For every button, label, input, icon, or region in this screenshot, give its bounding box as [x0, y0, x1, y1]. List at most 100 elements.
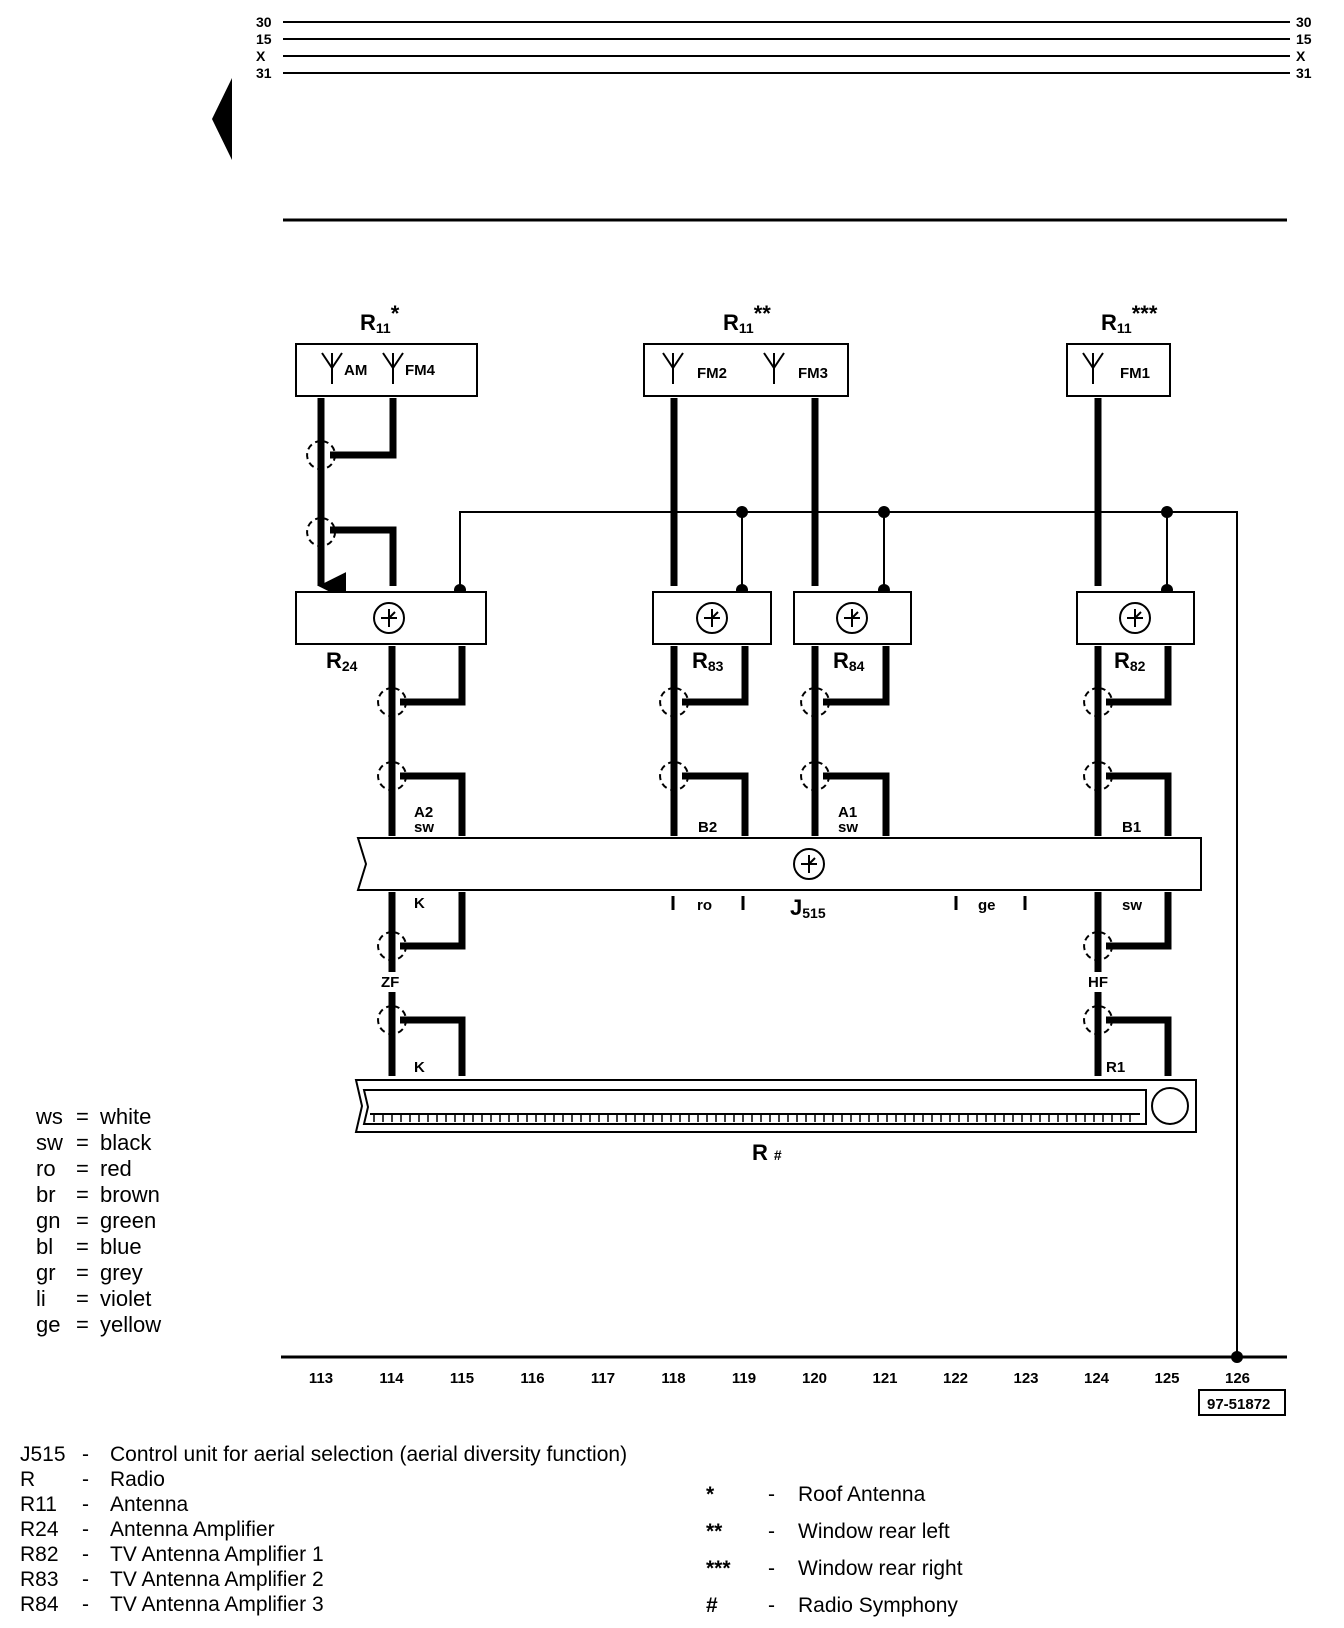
equals-sign: = [76, 1234, 89, 1259]
footnote-row: *-Roof Antenna [706, 1476, 963, 1513]
color-code: gn [36, 1208, 61, 1233]
legend-code: J515 [20, 1443, 66, 1466]
pin-k-bottom: K [414, 1059, 425, 1076]
color-name: brown [100, 1182, 160, 1207]
legend-dash: - [82, 1543, 89, 1566]
ground-number: 122 [943, 1370, 968, 1387]
ground-number: 120 [802, 1370, 827, 1387]
amplifier-icon [1119, 602, 1151, 634]
footnote-symbol: # [706, 1593, 718, 1617]
footnote-symbol: ** [706, 1519, 723, 1543]
coax-cables-middle [388, 646, 1172, 836]
power-rails: 30 15 X 31 30 15 X 31 [256, 14, 1312, 81]
pin-a2-color: sw [414, 819, 434, 836]
svg-text:R82: R82 [1114, 648, 1146, 674]
legend-desc: Control unit for aerial selection (aeria… [110, 1443, 628, 1466]
equals-sign: = [76, 1260, 89, 1285]
antenna-icon [763, 352, 785, 384]
shield-wiring [459, 511, 1238, 1357]
equals-sign: = [76, 1182, 89, 1207]
color-code: ge [36, 1312, 61, 1337]
svg-text:R83: R83 [692, 648, 724, 674]
footnote-row: ***-Window rear right [706, 1550, 963, 1587]
ground-number: 121 [872, 1370, 897, 1387]
footnote-dash: - [768, 1556, 775, 1580]
footnote-desc: Roof Antenna [798, 1482, 926, 1506]
pin-ro: ro [697, 897, 712, 914]
legend-code: R83 [20, 1568, 59, 1591]
color-name: black [100, 1130, 152, 1155]
pin-k-top: K [414, 895, 425, 912]
coax-shield-rings-lower [377, 931, 1114, 1035]
amplifier-r84: R84 [793, 591, 912, 674]
rail-label-30-right: 30 [1296, 14, 1312, 30]
r11-window-left-label: R11** [723, 301, 771, 336]
antenna-icon [1082, 352, 1104, 384]
r11-window-right-label: R11*** [1101, 301, 1158, 336]
legend-row: J515-Control unit for aerial selection (… [20, 1442, 627, 1467]
ground-number: 118 [661, 1370, 685, 1387]
ground-number: 117 [591, 1370, 615, 1387]
antenna-icon [321, 352, 343, 384]
color-code-row: ws = white [36, 1104, 161, 1130]
equals-sign: = [76, 1130, 89, 1155]
svg-text:R#: R# [752, 1140, 782, 1165]
legend-dash: - [82, 1518, 89, 1541]
amplifier-icon [836, 602, 868, 634]
rail-label-30-left: 30 [256, 14, 272, 30]
color-code: ro [36, 1156, 56, 1181]
equals-sign: = [76, 1208, 89, 1233]
color-name: red [100, 1156, 132, 1181]
svg-text:R11*: R11* [360, 301, 400, 336]
ground-number: 126 [1225, 1370, 1250, 1387]
svg-text:R24: R24 [326, 648, 358, 674]
svg-text:R11***: R11*** [1101, 301, 1158, 336]
legend-row: R-Radio [20, 1467, 627, 1492]
legend-dash: - [82, 1493, 89, 1516]
svg-text:R11**: R11** [723, 301, 771, 336]
color-code-row: ge=yellow [36, 1312, 161, 1338]
legend-desc: Radio [110, 1468, 165, 1491]
color-name: violet [100, 1286, 152, 1311]
footnote-desc: Window rear left [798, 1519, 950, 1543]
ground-number: 116 [520, 1370, 544, 1387]
legend-row: R83-TV Antenna Amplifier 2 [20, 1567, 627, 1592]
rail-label-x-left: X [256, 48, 266, 64]
coax-shield-rings-middle [377, 687, 1114, 791]
previous-page-arrow-icon[interactable] [212, 78, 232, 160]
color-code: li [36, 1286, 46, 1311]
color-code-row: sw=black [36, 1130, 161, 1156]
footnote-row: **-Window rear left [706, 1513, 963, 1550]
color-code: ws [36, 1104, 63, 1129]
legend-row: R24-Antenna Amplifier [20, 1517, 627, 1542]
legend-code: R24 [20, 1518, 59, 1541]
pin-a1-color: sw [838, 819, 858, 836]
connector-hf: HF [1088, 974, 1108, 991]
diagram-id-box: 97-51872 [1198, 1389, 1286, 1416]
legend-row: R84-TV Antenna Amplifier 3 [20, 1592, 627, 1617]
legend-desc: TV Antenna Amplifier 1 [110, 1543, 324, 1566]
color-code-row: gr=grey [36, 1260, 161, 1286]
coax-cables-upper [317, 398, 1102, 600]
antenna-box-window-left: FM2 FM3 [643, 343, 849, 397]
legend-row: R11-Antenna [20, 1492, 627, 1517]
control-unit-j515: J515 [356, 837, 1202, 921]
pin-a2: A2 [414, 804, 433, 821]
legend-dash: - [82, 1443, 89, 1466]
ground-number: 113 [309, 1370, 333, 1387]
color-code-row: bl=blue [36, 1234, 161, 1260]
legend-desc: Antenna Amplifier [110, 1518, 275, 1541]
color-code-row: br=brown [36, 1182, 161, 1208]
legend-code: R82 [20, 1543, 59, 1566]
equals-sign: = [76, 1104, 89, 1129]
svg-text:J515: J515 [790, 895, 826, 921]
footnote-dash: - [768, 1593, 775, 1617]
color-code: bl [36, 1234, 54, 1259]
antenna-label-fm4: FM4 [405, 362, 436, 379]
color-name: green [100, 1208, 157, 1233]
legend-desc: TV Antenna Amplifier 3 [110, 1593, 324, 1616]
color-name: white [100, 1104, 152, 1129]
color-name: yellow [100, 1312, 162, 1337]
